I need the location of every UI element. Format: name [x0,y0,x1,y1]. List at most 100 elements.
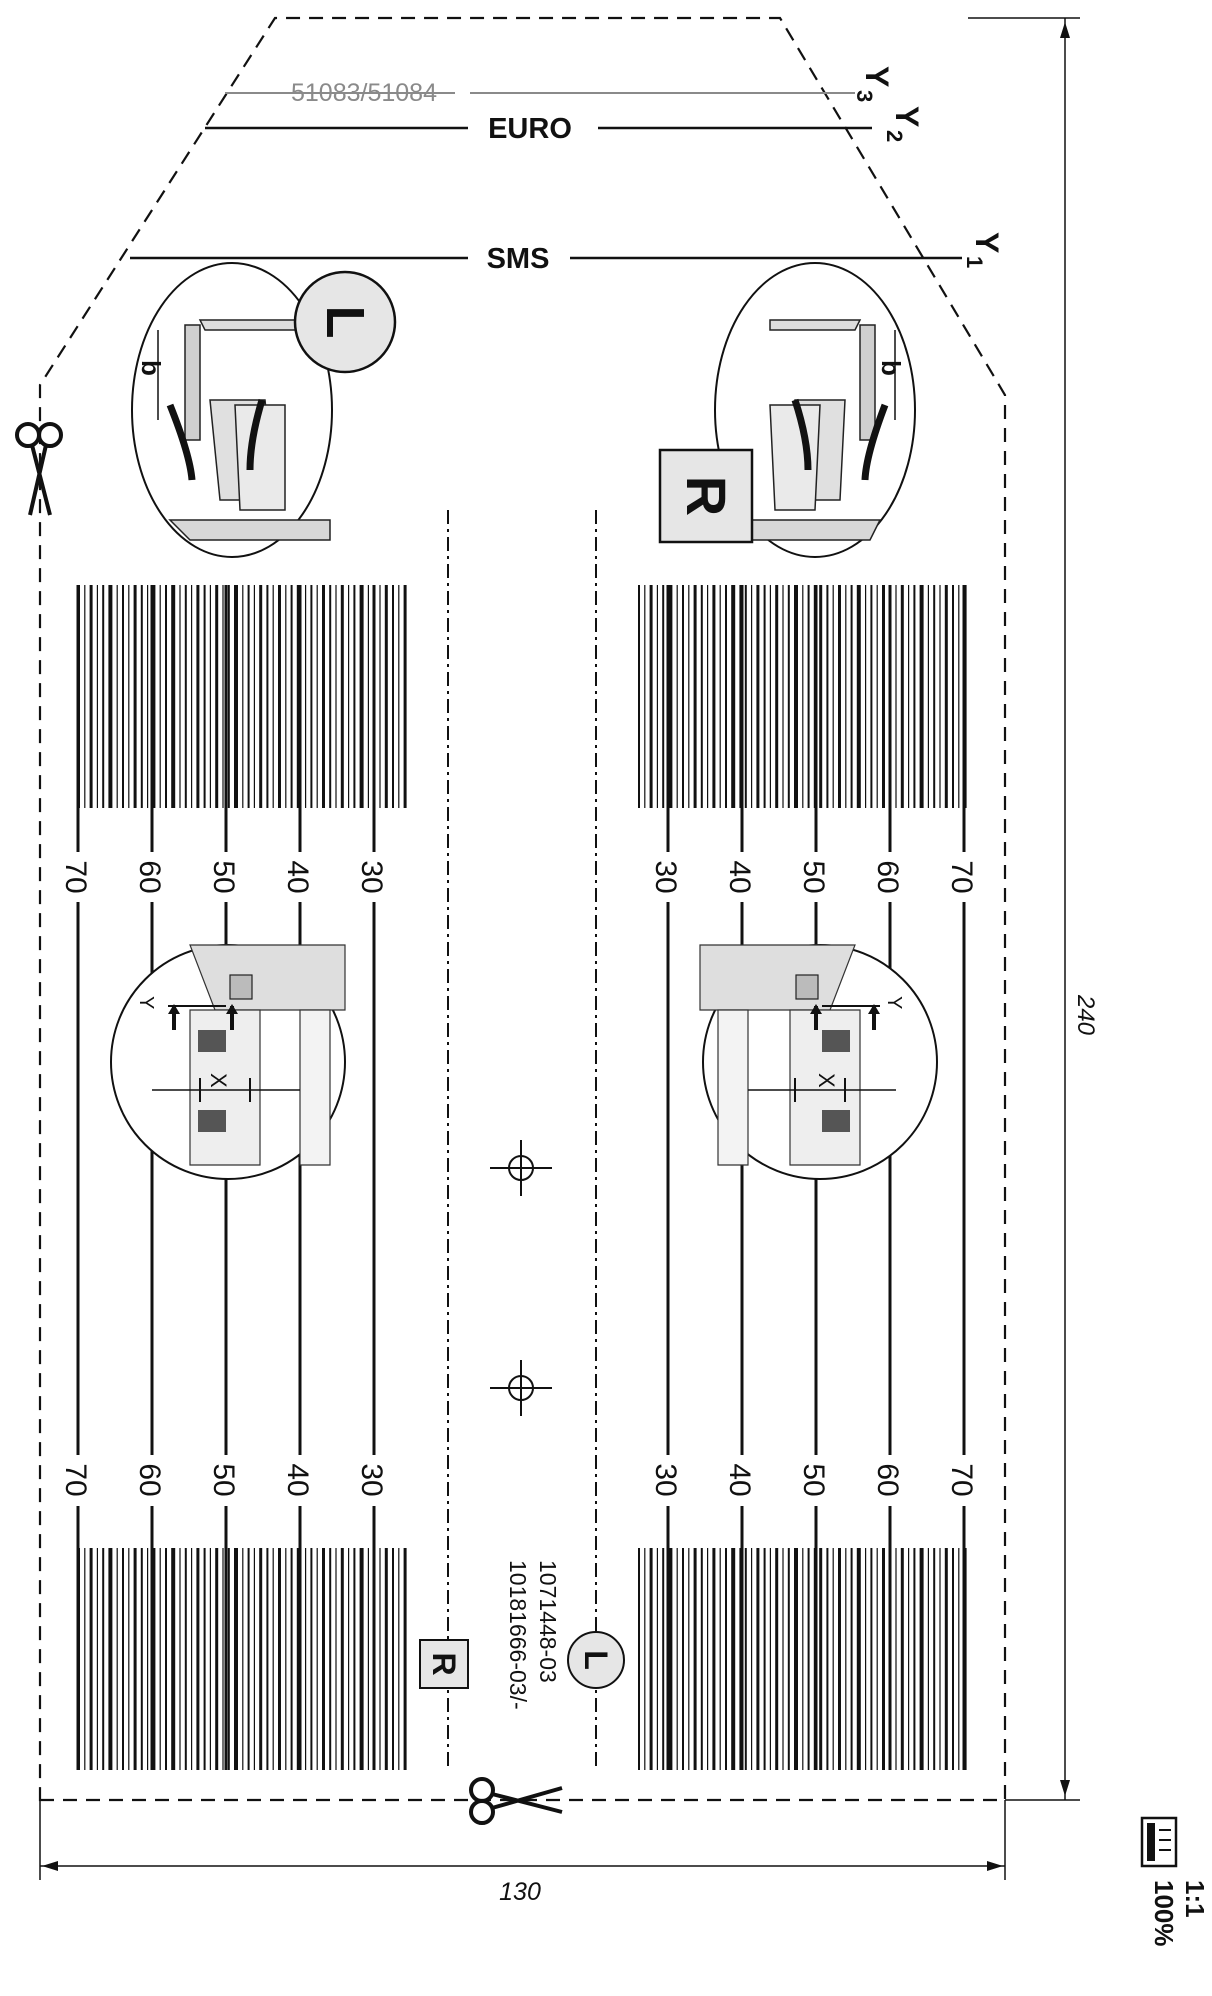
y2-tag-sub: 2 [882,130,907,142]
hatch-stripe [305,1548,307,1770]
hatch-stripe [958,1548,960,1770]
hatch-stripe [865,585,867,808]
hatch-stripe [662,1548,665,1770]
hatch-stripe [184,585,187,808]
hatch-stripe [739,585,741,808]
hatch-stripe [933,1548,936,1770]
hatch-stripe [676,585,678,808]
template-cut-outline [38,16,1007,1802]
left-upper-hatch [78,585,407,808]
hatch-stripe [787,1548,790,1770]
hatch-stripe [688,585,690,808]
hatch-stripe [944,585,948,808]
hatch-stripe [638,1548,640,1770]
scale-tick-label: 60 [133,860,166,893]
hatch-stripe [196,1548,200,1770]
hatch-stripe [108,1548,113,1770]
scale-tick-label: 70 [945,1463,978,1496]
hatch-stripe [933,585,936,808]
scale-tick-label: 40 [281,860,314,893]
hatch-stripe [152,1548,156,1770]
hatch-stripe [693,585,697,808]
hatch-stripe [234,1548,238,1770]
hatch-stripe [952,1548,954,1770]
hatch-stripe [731,1548,736,1770]
scale-tick-label: 40 [281,1463,314,1496]
hatch-stripe [794,1548,798,1770]
hatch-stripe [744,585,747,808]
hatch-stripe [927,1548,929,1770]
hatch-stripe [384,1548,388,1770]
hatch-stripe [266,585,269,808]
hatch-stripe [165,585,167,808]
hatch-stripe [128,585,130,808]
hatch-stripe [807,585,810,808]
hatch-stripe [222,585,224,808]
width-dimension: 130 [39,1800,1006,1906]
scale-tick-label: 30 [355,1463,388,1496]
y2-tag: Y [889,106,925,127]
hatch-stripe [209,1548,211,1770]
hatch-stripe [179,1548,181,1770]
left-hinge-b-label: b [136,360,166,376]
scissors-icon [469,1777,563,1825]
hatch-stripe [668,585,673,808]
hatch-stripe [865,1548,867,1770]
hatch-stripe [775,1548,779,1770]
hatch-stripe [89,585,93,808]
hatch-stripe [285,1548,287,1770]
hatch-stripe [209,585,211,808]
hatch-stripe [122,585,124,808]
hatch-stripe [272,585,274,808]
hatch-stripe [775,585,779,808]
y3-label: 51083/51084 [291,79,437,107]
hatch-stripe [919,585,924,808]
hatch-stripe [838,585,841,808]
hatch-stripe [403,1548,407,1770]
scale-tick-label: 30 [649,860,682,893]
hatch-stripe [850,1548,853,1770]
hatch-stripe [826,585,829,808]
hatch-stripe [398,1548,400,1770]
hatch-stripe [856,1548,861,1770]
hatch-stripe [171,1548,176,1770]
right-side-badge: R [658,448,754,544]
bottom-right-side-badge: R [419,1639,469,1689]
hatch-stripe [316,1548,318,1770]
hatch-stripe [744,1548,747,1770]
hatch-stripe [191,1548,193,1770]
hatch-stripe [688,1548,690,1770]
hatch-stripe [335,585,337,808]
hatch-stripe [802,1548,804,1770]
hatch-stripe [952,585,954,808]
left-hinge-detail: b [131,262,333,558]
hatch-stripe [882,1548,885,1770]
hatch-stripe [731,585,736,808]
scale-tick-label: 50 [797,1463,830,1496]
hatch-stripe [794,585,798,808]
hatch-stripe [196,585,200,808]
scale-tick-label: 40 [723,860,756,893]
hatch-stripe [398,585,400,808]
hatch-stripe [832,585,834,808]
hatch-stripe [712,1548,716,1770]
left-side-badge: L [293,270,397,374]
hatch-stripe [756,1548,760,1770]
hatch-stripe [927,585,929,808]
hatch-stripe [751,1548,753,1770]
hatch-stripe [676,1548,678,1770]
hatch-stripe [116,585,118,808]
hatch-stripe [159,585,161,808]
hatch-stripe [253,1548,255,1770]
scale-tick-label: 50 [797,860,830,893]
hatch-stripe [939,585,941,808]
hatch-stripe [266,1548,269,1770]
hatch-stripe [856,585,861,808]
scale-tick-label: 50 [207,860,240,893]
scale-tick-label: 30 [649,1463,682,1496]
scale-tick-label: 40 [723,1463,756,1496]
hatch-stripe [707,1548,709,1770]
hatch-stripe [335,1548,337,1770]
hatch-stripe [329,585,332,808]
hatch-stripe [227,1548,230,1770]
